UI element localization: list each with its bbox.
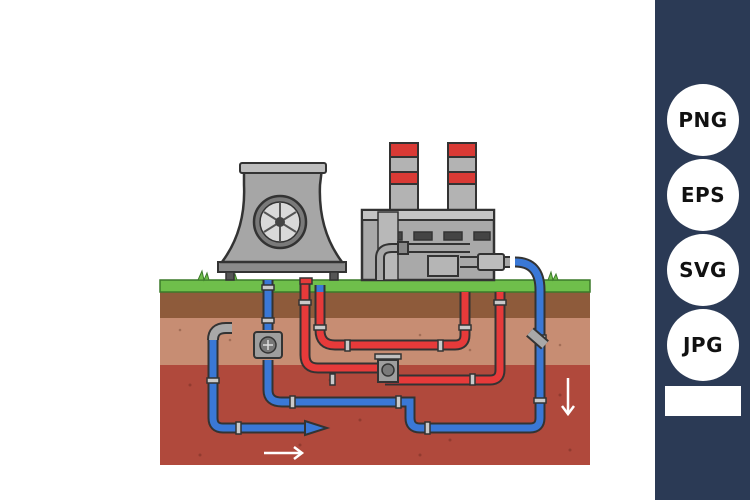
fan-icon <box>252 194 308 250</box>
format-badge-png: PNG <box>667 84 739 156</box>
soil-layer-upper <box>160 288 590 318</box>
format-badge-jpg: JPG <box>667 309 739 381</box>
pipe-elbow-right <box>526 327 549 350</box>
cold-pipe-loop <box>207 256 546 434</box>
upper-soil-specks <box>178 298 562 352</box>
flow-arrow-down-icon <box>561 378 575 417</box>
format-badge-svg: SVG <box>667 234 739 306</box>
pipe-valve <box>374 353 402 383</box>
pipe-couplings <box>206 277 547 435</box>
pump-icon <box>253 331 283 359</box>
chimney-left <box>389 142 419 214</box>
format-badge-eps: EPS <box>667 159 739 231</box>
cold-pipe-elbow <box>207 322 232 341</box>
soil-layer-deep <box>160 365 590 465</box>
chimney-right <box>447 142 477 214</box>
flow-arrow-right-pipe <box>304 419 331 437</box>
cooling-tower <box>217 162 347 281</box>
flow-arrow-right-icon <box>264 446 305 460</box>
surface-pipework <box>375 241 510 280</box>
hot-pipe-loop <box>299 280 506 386</box>
format-sidebar: PNG EPS SVG JPG <box>655 0 750 500</box>
grass-strip <box>159 279 591 293</box>
blank-label-box <box>665 386 741 416</box>
